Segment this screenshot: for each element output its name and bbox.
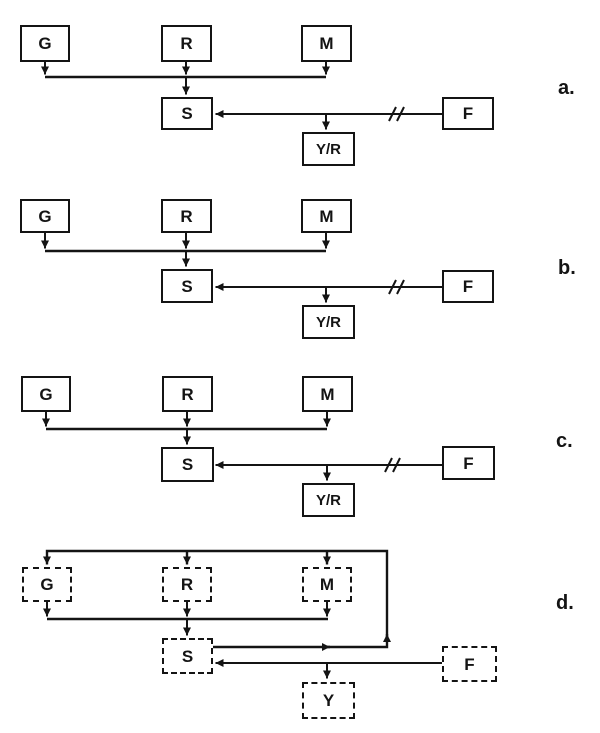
panel-d-box-g: G xyxy=(22,567,72,602)
panel-c-label: c. xyxy=(556,430,573,452)
panel-d-box-m: M xyxy=(302,567,352,602)
panel-d-box-r: R xyxy=(162,567,212,602)
panel-a-box-s: S xyxy=(161,97,213,130)
panel-c-box-m: M xyxy=(302,376,353,412)
panel-b-connectors xyxy=(41,233,442,303)
panel-b-box-m: M xyxy=(301,199,352,233)
panel-d-box-out: Y xyxy=(302,682,355,719)
panel-b-label: b. xyxy=(558,257,576,279)
feedback-up-arrow xyxy=(322,634,391,649)
line-break-mark xyxy=(388,106,405,122)
panel-b-box-f: F xyxy=(442,270,494,303)
line-break-mark xyxy=(384,457,401,473)
panel-a-box-f: F xyxy=(442,97,494,130)
panel-b-box-out: Y/R xyxy=(302,305,355,339)
panel-d-box-f: F xyxy=(442,646,497,682)
panel-c-box-f: F xyxy=(442,446,495,480)
panel-b-box-r: R xyxy=(161,199,212,233)
panel-c-box-r: R xyxy=(162,376,213,412)
panel-a-box-m: M xyxy=(301,25,352,62)
panel-a-box-g: G xyxy=(20,25,70,62)
panel-b-box-s: S xyxy=(161,269,213,303)
panel-a-connectors xyxy=(41,62,442,130)
line-break-mark xyxy=(388,279,405,295)
panel-d-connectors xyxy=(43,549,442,679)
panel-a-box-out: Y/R xyxy=(302,132,355,166)
panel-b-box-g: G xyxy=(20,199,70,233)
panel-d-label: d. xyxy=(556,592,574,614)
panel-c-box-out: Y/R xyxy=(302,483,355,517)
panel-a-box-r: R xyxy=(161,25,212,62)
panel-d-box-s: S xyxy=(162,638,213,674)
panel-c-connectors xyxy=(42,412,442,481)
panel-a-label: a. xyxy=(558,77,575,99)
panel-c-box-g: G xyxy=(21,376,71,412)
feedback-top-line xyxy=(43,549,389,638)
panel-c-box-s: S xyxy=(161,447,214,482)
